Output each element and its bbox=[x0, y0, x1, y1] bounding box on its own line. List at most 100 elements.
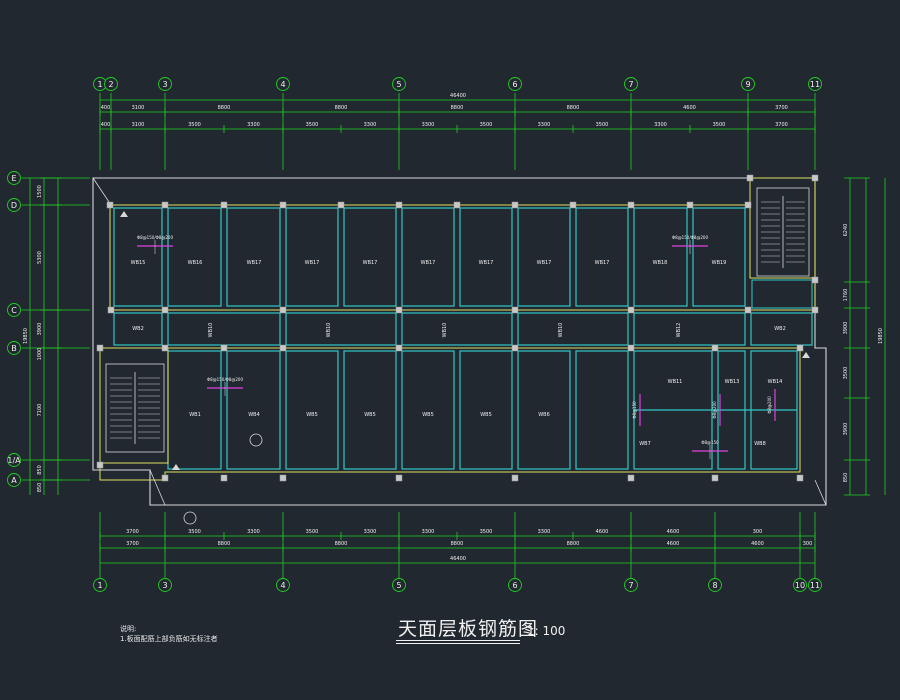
axis-bubble-bottom-circle bbox=[158, 578, 172, 592]
axis-bubble-top-circle bbox=[624, 77, 638, 91]
axis-bubble-top-circle bbox=[808, 77, 822, 91]
dim-top-row1-value: 4600 bbox=[683, 105, 696, 111]
rebar-label: Φ8@200 bbox=[767, 396, 772, 414]
column bbox=[161, 306, 169, 314]
dim-right-total: 19850 bbox=[878, 328, 884, 344]
dim-bottom-row1-value: 3300 bbox=[422, 529, 435, 535]
slab-panel-top bbox=[113, 207, 163, 307]
slab-label-bottom: WB1 bbox=[189, 412, 201, 418]
dim-left-value: 7100 bbox=[37, 404, 43, 417]
dim-bottom-row1-value: 3500 bbox=[188, 529, 201, 535]
slab-panel-top bbox=[343, 207, 397, 307]
stairs bbox=[99, 177, 816, 464]
dim-bottom-row1-value: 4600 bbox=[596, 529, 609, 535]
column bbox=[161, 344, 169, 352]
column bbox=[627, 474, 635, 482]
stair-frame-left bbox=[99, 347, 169, 464]
axis-bubble-bottom-label: 4 bbox=[280, 581, 285, 590]
dim-top-row2-value: 3300 bbox=[654, 122, 667, 128]
column bbox=[511, 201, 519, 209]
slab-label-corridor: WB12 bbox=[676, 323, 682, 338]
axis-bubble-top-label: 9 bbox=[745, 80, 750, 89]
axis-bubble-bottom-circle bbox=[392, 578, 406, 592]
axis-bubble-top-label: 4 bbox=[280, 80, 285, 89]
rebar-label: Φ8@150/Φ8@200 bbox=[207, 377, 243, 382]
slab-panel-corridor bbox=[633, 312, 746, 346]
dim-top-row1-value: 8800 bbox=[335, 105, 348, 111]
dim-right-value: 6240 bbox=[843, 224, 849, 237]
slab-label-bottom: WB13 bbox=[725, 379, 740, 385]
dim-bottom-row2-value: 8800 bbox=[567, 541, 580, 547]
title-underline-2 bbox=[396, 643, 520, 644]
axis-bubble-left-circle bbox=[7, 303, 21, 317]
axis-bubble-left-label: B bbox=[11, 344, 17, 353]
dim-top-row2-value: 3500 bbox=[306, 122, 319, 128]
axis-bubble-bottom-circle bbox=[508, 578, 522, 592]
column bbox=[96, 344, 104, 352]
slab-label-corridor: WB2 bbox=[774, 326, 786, 332]
axis-bubble-bottom-circle bbox=[276, 578, 290, 592]
column bbox=[279, 344, 287, 352]
section-marker bbox=[249, 433, 263, 447]
level-triangle bbox=[120, 211, 128, 217]
dim-bottom-row1-value: 3500 bbox=[306, 529, 319, 535]
column bbox=[627, 344, 635, 352]
column bbox=[711, 474, 719, 482]
dim-bottom-row1-value: 300 bbox=[753, 529, 763, 535]
section-marker bbox=[183, 511, 197, 525]
axis-bubble-left-circle bbox=[7, 171, 21, 185]
axis-bubble-left-circle bbox=[7, 198, 21, 212]
axis-bubble-left-label: A bbox=[11, 476, 17, 485]
axis-bubble-top-label: 3 bbox=[162, 80, 167, 89]
column bbox=[161, 474, 169, 482]
dim-left-total: 19850 bbox=[23, 328, 29, 344]
dim-top-row2-value: 3300 bbox=[247, 122, 260, 128]
slab-label-bottom: WB4 bbox=[248, 412, 260, 418]
notes-line-1: 1.板面配筋上部负筋如无标注者 bbox=[120, 635, 218, 643]
column bbox=[711, 344, 719, 352]
corner-diagonal bbox=[92, 177, 112, 206]
column bbox=[337, 201, 345, 209]
slab-panel-top bbox=[226, 207, 281, 307]
dim-top-row1-value: 8800 bbox=[567, 105, 580, 111]
column bbox=[107, 306, 115, 314]
title-underline bbox=[396, 640, 520, 641]
column bbox=[279, 201, 287, 209]
column bbox=[395, 474, 403, 482]
slab-label-top: WB17 bbox=[479, 260, 494, 266]
dim-right-value: 3900 bbox=[843, 423, 849, 436]
dim-bottom-total: 46400 bbox=[450, 556, 466, 562]
dim-top-row2-value: 3700 bbox=[775, 122, 788, 128]
dim-top-row2-value: 3300 bbox=[538, 122, 551, 128]
column bbox=[161, 201, 169, 209]
dim-bottom-row1-value: 3700 bbox=[126, 529, 139, 535]
column bbox=[511, 306, 519, 314]
column bbox=[746, 174, 754, 182]
columns bbox=[96, 174, 819, 482]
dim-right-value: 3500 bbox=[843, 367, 849, 380]
slab-label-corridor: WB10 bbox=[208, 323, 214, 338]
column bbox=[811, 276, 819, 284]
slab-label-bottom: WB8 bbox=[754, 441, 766, 447]
column bbox=[811, 306, 819, 314]
column bbox=[796, 344, 804, 352]
inner-frame-bottom bbox=[99, 347, 801, 481]
dim-left-value: 850 bbox=[37, 465, 43, 475]
slab-label-top: WB17 bbox=[247, 260, 262, 266]
axis-bubble-bottom-label: 7 bbox=[628, 581, 633, 590]
slab-panel-corridor bbox=[285, 312, 397, 346]
slab-label-corridor: WB10 bbox=[326, 323, 332, 338]
slab-label-bottom: WB5 bbox=[364, 412, 376, 418]
dim-top-row2-value: 3500 bbox=[480, 122, 493, 128]
axis-bubble-top-label: 7 bbox=[628, 80, 633, 89]
slab-label-top: WB17 bbox=[363, 260, 378, 266]
dim-right-value: 3900 bbox=[843, 322, 849, 335]
dim-top-row2-value: 3100 bbox=[132, 122, 145, 128]
dim-top-row2-value: 3500 bbox=[713, 122, 726, 128]
column bbox=[395, 306, 403, 314]
slab-panel-corridor bbox=[517, 312, 629, 346]
slab-panel-corridor bbox=[167, 312, 281, 346]
slab-panel-corridor bbox=[113, 312, 163, 346]
